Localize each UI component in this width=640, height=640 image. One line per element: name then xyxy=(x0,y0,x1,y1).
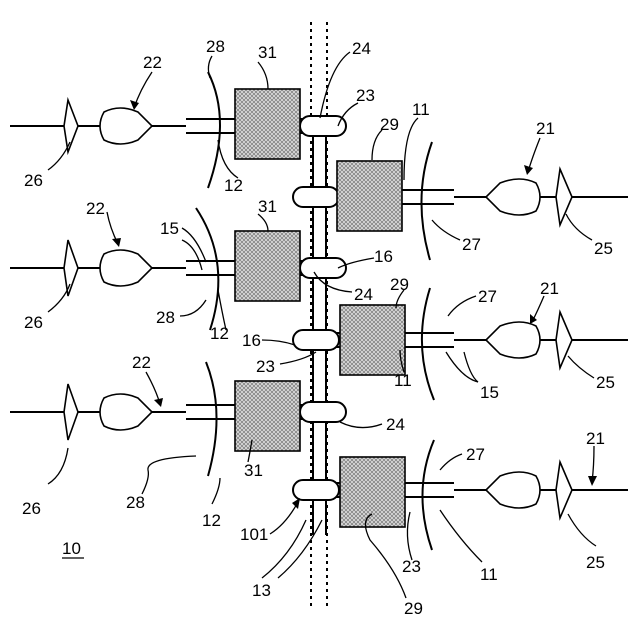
label-12-a: 12 xyxy=(224,176,243,195)
lens-25-right-2 xyxy=(556,312,572,368)
label-11-a: 11 xyxy=(412,100,430,119)
block-31-left-3 xyxy=(235,381,300,451)
label-28-a: 28 xyxy=(206,37,225,56)
label-31-a: 31 xyxy=(258,43,277,62)
label-12-c: 12 xyxy=(202,511,221,530)
label-11-c: 11 xyxy=(480,565,498,584)
lens-26-left-3 xyxy=(64,384,78,440)
block-29-right-2 xyxy=(340,305,405,375)
block-31-left-1 xyxy=(235,89,300,159)
cap-right-1 xyxy=(293,187,339,207)
label-27-c: 27 xyxy=(466,445,485,464)
emitter-22-left-3 xyxy=(100,394,152,430)
lens-25-right-1 xyxy=(556,169,572,225)
label-21-b: 21 xyxy=(540,279,559,298)
emitter-21-right-2 xyxy=(486,322,540,358)
label-21-a: 21 xyxy=(536,119,555,138)
label-11-b: 11 xyxy=(394,371,412,390)
lens-27-right-2 xyxy=(422,288,434,400)
label-23-a: 23 xyxy=(356,86,375,105)
label-28-b: 28 xyxy=(156,308,175,327)
label-25-c: 25 xyxy=(586,553,605,572)
label-28-c: 28 xyxy=(126,493,145,512)
cap-16-right-2 xyxy=(293,330,339,350)
label-15-c: 15 xyxy=(480,383,499,402)
label-24-b: 24 xyxy=(354,285,373,304)
cap-23-left-1 xyxy=(300,116,346,136)
label-16-b: 16 xyxy=(374,247,393,266)
label-26-c: 26 xyxy=(22,499,41,518)
label-15-b: 15 xyxy=(160,219,179,238)
figure-reference-label: 10 xyxy=(62,539,81,558)
lens-26-left-2 xyxy=(64,240,78,296)
label-101: 101 xyxy=(240,525,268,544)
label-29-b: 29 xyxy=(390,275,409,294)
cap-101-right-3 xyxy=(293,480,339,500)
lens-28-left-1 xyxy=(208,72,220,188)
lens-27-right-3 xyxy=(422,440,434,550)
label-27-b: 27 xyxy=(478,287,497,306)
lens-25-right-3 xyxy=(556,462,572,518)
label-26-a: 26 xyxy=(24,171,43,190)
label-21-c: 21 xyxy=(586,429,605,448)
emitter-21-right-3 xyxy=(486,472,540,508)
right-unit-1 xyxy=(293,142,628,260)
label-29-a: 29 xyxy=(380,115,399,134)
emitter-21-right-1 xyxy=(486,179,540,215)
emitter-22-left-2 xyxy=(100,250,152,286)
right-unit-2 xyxy=(293,288,628,400)
lens-28-left-2 xyxy=(196,208,218,330)
label-29-c: 29 xyxy=(404,599,423,618)
block-29-right-1 xyxy=(337,161,402,231)
right-unit-3 xyxy=(293,440,628,550)
label-26-b: 26 xyxy=(24,313,43,332)
label-13: 13 xyxy=(252,581,271,600)
label-22-a: 22 xyxy=(143,53,162,72)
label-16-c: 16 xyxy=(242,331,261,350)
label-25-b: 25 xyxy=(596,373,615,392)
left-unit-1 xyxy=(10,72,346,188)
lens-27-right-1 xyxy=(421,142,432,260)
label-27-a: 27 xyxy=(462,235,481,254)
label-22-c: 22 xyxy=(132,353,151,372)
label-31-c: 31 xyxy=(244,461,263,480)
label-23-b: 23 xyxy=(256,357,275,376)
emitter-22-left-1 xyxy=(100,108,152,144)
label-25-a: 25 xyxy=(594,239,613,258)
label-22-b: 22 xyxy=(86,199,105,218)
label-31-b: 31 xyxy=(258,197,277,216)
label-23-c: 23 xyxy=(402,557,421,576)
label-12-b: 12 xyxy=(210,324,229,343)
label-24-a: 24 xyxy=(352,39,371,58)
lens-26-left-1 xyxy=(64,100,78,152)
cap-left-3 xyxy=(300,402,346,422)
block-31-left-2 xyxy=(235,231,300,301)
left-unit-3 xyxy=(10,362,346,476)
label-24-c: 24 xyxy=(386,415,405,434)
block-29-right-3 xyxy=(340,457,405,527)
